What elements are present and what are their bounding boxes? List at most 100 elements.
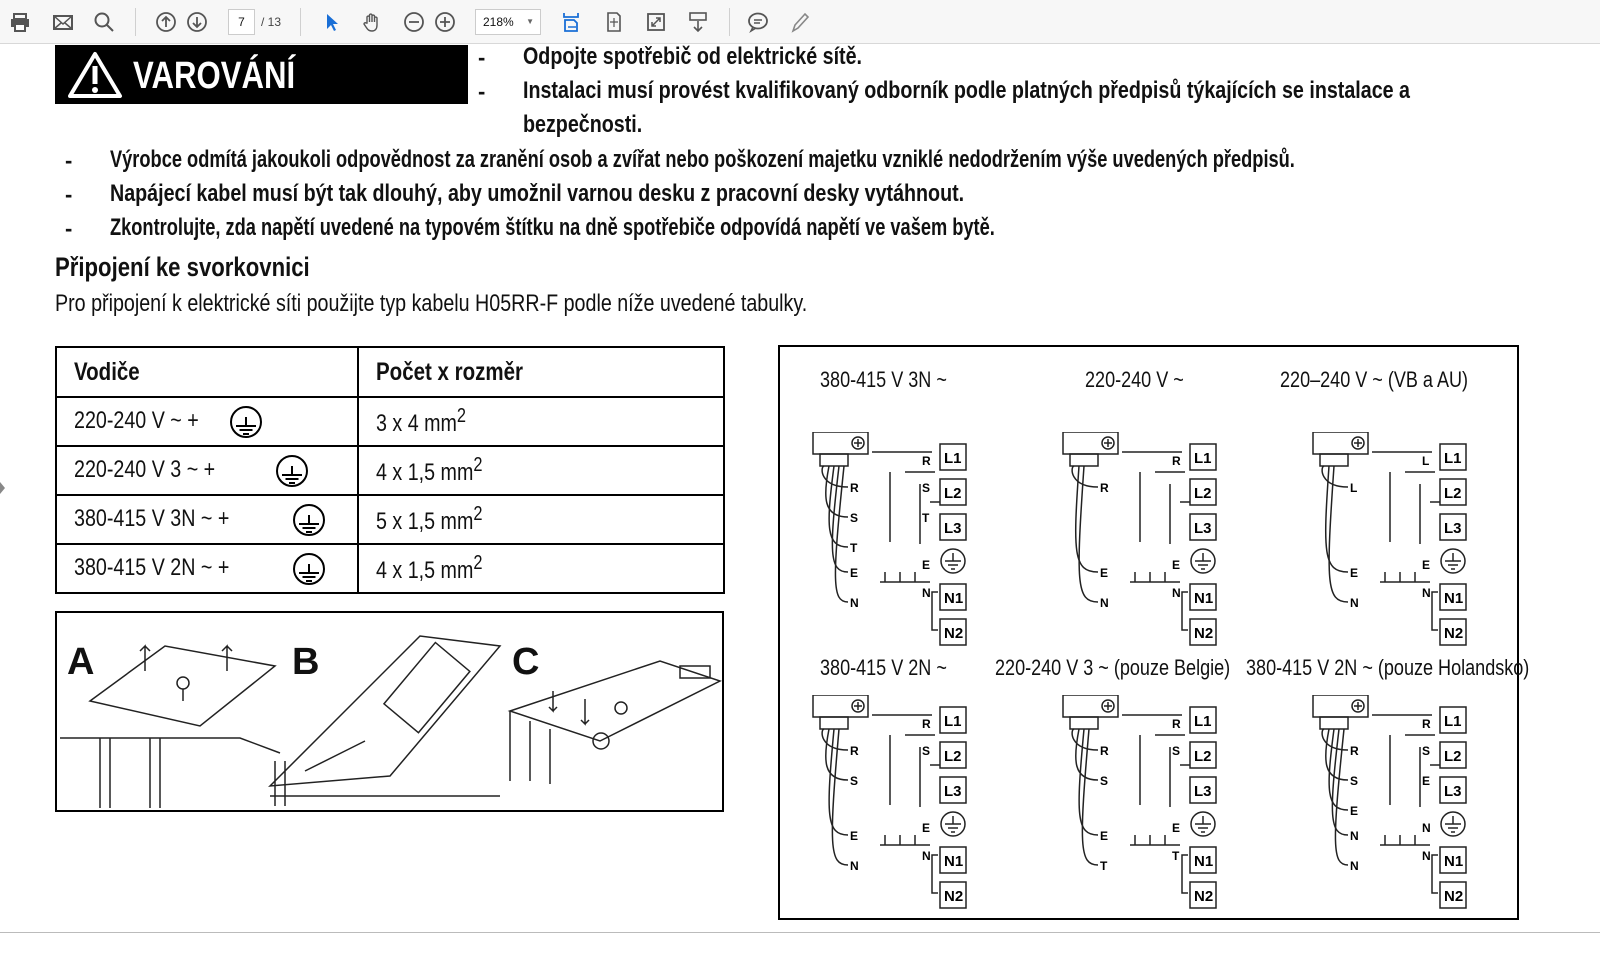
terminal-label: L3 (944, 783, 962, 800)
diagram-title: 380-415 V 2N ~ (pouze Holandsko) (1246, 655, 1530, 680)
wire-label: N (1100, 596, 1109, 610)
terminal-label: N1 (1194, 853, 1213, 870)
full-screen-icon[interactable] (644, 10, 668, 34)
warning-item: Odpojte spotřebič od elektrické sítě. (523, 43, 863, 70)
search-icon[interactable] (92, 10, 116, 34)
email-icon[interactable] (51, 10, 75, 34)
voltage-cell: 380-415 V 3N ~ + (74, 504, 230, 532)
side-panel-toggle[interactable] (0, 482, 5, 494)
wire-label: R (850, 481, 859, 495)
terminal-label: N1 (944, 853, 963, 870)
next-page-icon[interactable] (185, 10, 209, 34)
bus-label: N (1422, 821, 1431, 835)
size-cell: 3 x 4 mm2 (376, 405, 467, 437)
terminal-label: L1 (944, 450, 962, 467)
bus-label: E (922, 821, 930, 835)
wire-label: L (1350, 481, 1357, 495)
wire-label: S (1350, 774, 1358, 788)
read-mode-icon[interactable] (686, 10, 710, 34)
fit-page-icon[interactable] (602, 10, 626, 34)
wire-label: S (850, 511, 858, 525)
zoom-in-icon[interactable] (433, 10, 457, 34)
fit-width-icon[interactable] (559, 10, 583, 34)
warning-icon (68, 52, 122, 98)
voltage-cell: 220-240 V 3 ~ + (74, 455, 216, 483)
warning-item-cont: bezpečnosti. (523, 111, 643, 138)
step-label-b: B (292, 641, 320, 683)
wire-label: N (850, 596, 859, 610)
wire-label: T (1100, 859, 1108, 873)
installation-figure: A B C (55, 611, 724, 812)
pen-icon[interactable] (788, 10, 812, 34)
zoom-value: 218% (483, 15, 514, 29)
bus-label: N (1422, 849, 1431, 863)
warning-item: Výrobce odmítá jakoukoli odpovědnost za … (110, 146, 1295, 173)
previous-page-icon[interactable] (154, 10, 178, 34)
hand-tool-icon[interactable] (360, 10, 384, 34)
warning-title: VAROVÁNÍ (133, 55, 296, 97)
bus-label: N (1172, 586, 1181, 600)
terminal-label: N1 (1444, 853, 1463, 870)
wire-label: S (850, 774, 858, 788)
bullet: - (65, 182, 73, 207)
installation-drawing (60, 635, 722, 808)
terminal-label: L1 (1444, 713, 1462, 730)
terminal-label: L2 (944, 485, 962, 502)
wire-label: E (850, 566, 858, 580)
wire-label: N (1350, 829, 1359, 843)
cable-table: Vodiče Počet x rozměr 220-240 V ~ + 3 x … (55, 346, 725, 594)
page-number-input[interactable]: 7 (228, 9, 255, 35)
bullet: - (65, 216, 73, 241)
step-label-a: A (67, 641, 95, 683)
diagram-title: 220-240 V ~ (1085, 367, 1184, 392)
terminal-label: L3 (1444, 783, 1462, 800)
table-row: 380-415 V 2N ~ + 4 x 1,5 mm2 (55, 543, 725, 594)
zoom-select[interactable]: 218% ▼ (475, 9, 541, 35)
warning-item: Zkontrolujte, zda napětí uvedené na typo… (110, 214, 995, 241)
terminal-label: L1 (1444, 450, 1462, 467)
chevron-down-icon: ▼ (526, 17, 534, 26)
bus-label: S (1172, 744, 1180, 758)
wire-label: R (850, 744, 859, 758)
diagram-title: 380-415 V 2N ~ (820, 655, 947, 680)
warning-item: Instalaci musí provést kvalifikovaný odb… (523, 77, 1410, 104)
table-header-row: Vodiče Počet x rozměr (55, 346, 725, 398)
wire-label: E (1100, 829, 1108, 843)
select-cursor-icon[interactable] (319, 10, 343, 34)
terminal-label: N1 (1444, 590, 1463, 607)
terminal-label: L1 (944, 713, 962, 730)
print-icon[interactable] (8, 10, 32, 34)
size-cell: 5 x 1,5 mm2 (376, 503, 483, 535)
page-divider (0, 932, 1600, 933)
diagram-title: 220–240 V ~ (VB a AU) (1280, 367, 1469, 392)
voltage-cell: 220-240 V ~ + (74, 406, 199, 434)
terminal-label: N2 (1194, 888, 1213, 905)
terminal-label: L1 (1194, 713, 1212, 730)
terminal-label: L3 (944, 520, 962, 537)
wire-label: S (1100, 774, 1108, 788)
bus-label: E (922, 558, 930, 572)
comment-icon[interactable] (746, 10, 770, 34)
size-cell: 4 x 1,5 mm2 (376, 552, 483, 584)
bus-label: S (922, 481, 930, 495)
section-heading: Připojení ke svorkovnici (55, 252, 310, 282)
table-row: 380-415 V 3N ~ + 5 x 1,5 mm2 (55, 494, 725, 545)
voltage-cell: 380-415 V 2N ~ + (74, 553, 230, 581)
column-header: Vodiče (74, 357, 140, 386)
bus-label: S (922, 744, 930, 758)
diagram-title: 380-415 V 3N ~ (820, 367, 947, 392)
bus-label: R (922, 717, 931, 731)
wire-label: R (1350, 744, 1359, 758)
bullet: - (478, 45, 486, 70)
terminal-label: N2 (1444, 625, 1463, 642)
bus-label: N (922, 849, 931, 863)
terminal-label: L3 (1194, 520, 1212, 537)
wire-label: N (850, 859, 859, 873)
bus-label: R (1422, 717, 1431, 731)
zoom-out-icon[interactable] (402, 10, 426, 34)
wire-label: R (1100, 481, 1109, 495)
wire-label: N (1350, 596, 1359, 610)
